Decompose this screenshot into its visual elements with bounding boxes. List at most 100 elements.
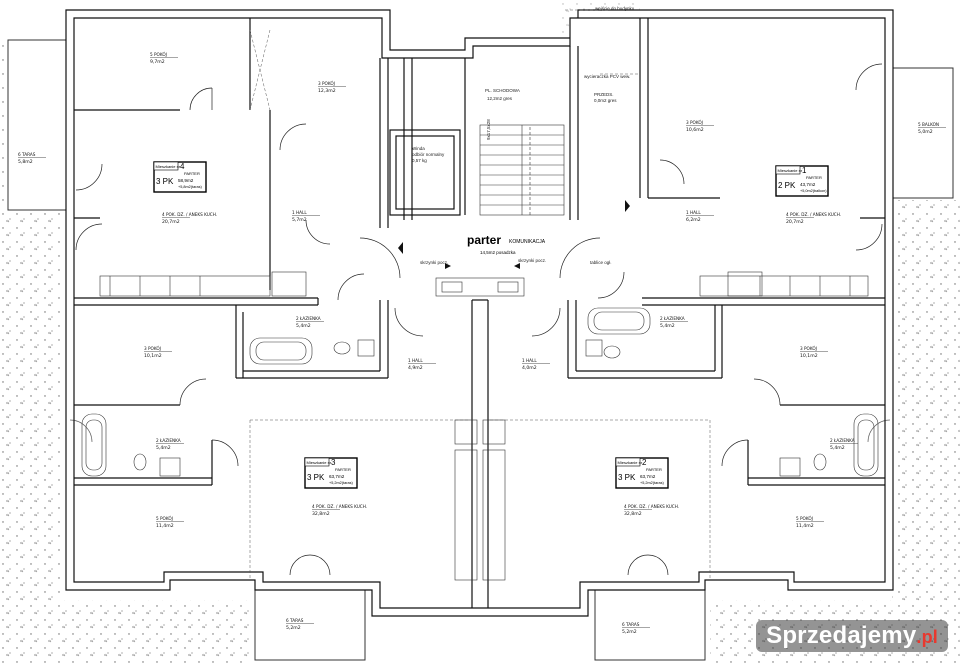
room-area: 5,7m2 [292, 217, 307, 223]
room-area: 4,9m2 [408, 365, 423, 371]
note-rise: 9x17,5x28 [486, 119, 491, 140]
apartment-label: Mieszkanie nr [307, 460, 332, 465]
room-number-name: 5 POKÓJ [150, 52, 167, 57]
room-number-name: 5 POKÓJ [156, 516, 173, 521]
apartment-box-header [304, 457, 330, 467]
room-area: 10,6m2 [686, 127, 704, 133]
room-number-name: 2 ŁAZIENKA [660, 316, 685, 321]
room-area: 6,2m2 [686, 217, 701, 223]
room-number-name: 1 HALL [408, 358, 423, 363]
apartment-area: 43,7m2 [800, 182, 816, 187]
apartment-area: 63,7m2 [329, 474, 345, 479]
room-number-name: 6 TARAS [286, 618, 304, 623]
note-entry: wejście do budynku [595, 6, 635, 11]
room-number-name: 4 POK. DZ. / ANEKS KUCH. [312, 504, 367, 509]
apartment-floor: PARTER [646, 467, 662, 472]
apartment-extra-area: +5,2m2(taras) [640, 481, 664, 485]
room-number-name: 1 HALL [686, 210, 701, 215]
apartment-label: Mieszkanie nr [778, 168, 803, 173]
room-area: 5,2m2 [622, 629, 637, 635]
room-number-name: 4 POK. DZ. / ANEKS KUCH. [786, 212, 841, 217]
room-label: 4 POK. DZ. / ANEKS KUCH.20,7m2 [162, 212, 217, 225]
apartment-number: 1 [802, 166, 807, 175]
room-area: 5,4m2 [156, 445, 171, 451]
room-area: 10,1m2 [144, 353, 162, 359]
room-label: 3 POKÓJ 10,1m2 [800, 346, 828, 359]
note-box-left: skrzynki pocz. [420, 260, 448, 265]
apartment-label: Mieszkanie nr [156, 164, 181, 169]
room-label: 3 POKÓJ 10,1m2 [144, 346, 172, 359]
room-number-name: 2 ŁAZIENKA [830, 438, 855, 443]
watermark-suffix: .pl [916, 627, 938, 647]
apartment-number: 3 [331, 458, 336, 467]
apartment-area: 63,7m2 [640, 474, 656, 479]
note-elevator-text: Winda [412, 146, 425, 151]
apartment-extra-area: +5,2m2(taras) [329, 481, 353, 485]
apartment-type: 3 PK [156, 177, 174, 186]
room-label: 1 HALL 4,9m2 [408, 358, 436, 371]
room-number-name: 6 TARAS [622, 622, 640, 627]
staircase [479, 124, 565, 216]
balcony-right [892, 67, 954, 199]
room-number-name: 5 POKÓJ [796, 516, 813, 521]
room-area: 5,8m2 [18, 159, 33, 165]
watermark: Sprzedajemy.pl [756, 620, 948, 652]
room-area: 11,4m2 [156, 523, 174, 529]
room-area: 9,7m2 [150, 59, 165, 65]
room-area: 5,4m2 [830, 445, 845, 451]
room-number-name: 3 POKÓJ [686, 120, 703, 125]
apartment-floor: PARTER [806, 175, 822, 180]
room-label: 4 POK. DZ. / ANEKS KUCH.20,7m2 [786, 212, 841, 225]
note-stair-hall-area: 12,2m2 gres [487, 96, 513, 101]
note-outdoor: wycieraczka PCV wew. [584, 74, 630, 79]
apartment-extra-area: +5,0m2(balkon) [800, 189, 827, 193]
room-number-name: 3 POKÓJ [318, 81, 335, 86]
room-area: 11,4m2 [796, 523, 814, 529]
room-label: 3 POKÓJ 12,3m2 [318, 81, 346, 94]
room-number-name: 1 HALL [522, 358, 537, 363]
terrace-left-top [7, 39, 67, 211]
room-area: 5,4m2 [660, 323, 675, 329]
floor-title-text: parter [467, 233, 501, 247]
room-number-name: 3 POKÓJ [144, 346, 161, 351]
apartment-number: 2 [642, 458, 647, 467]
room-number-name: 5 BALKON [918, 122, 939, 127]
room-area: 10,1m2 [800, 353, 818, 359]
apartment-number: 4 [180, 162, 185, 171]
room-number-name: 4 POK. DZ. / ANEKS KUCH. [624, 504, 679, 509]
room-number-name: 6 TARAS [18, 152, 36, 157]
note-box-right: tablice ogł. [590, 260, 612, 265]
note-stair-hall: PL. SCHODOWA [485, 88, 520, 93]
terrace-bottom-right [594, 589, 706, 661]
room-number-name: 2 ŁAZIENKA [296, 316, 321, 321]
apartment-box-header [153, 161, 179, 171]
apartment-floor: PARTER [184, 171, 200, 176]
wall-lines [74, 18, 885, 608]
apartment-type: 3 PK [307, 473, 325, 482]
room-label: 5 POKÓJ 9,7m2 [150, 52, 178, 65]
annotation-lines [249, 9, 711, 580]
room-label: 6 TARAS 5,2m2 [622, 622, 650, 635]
room-label: 4 POK. DZ. / ANEKS KUCH.32,8m2 [624, 504, 679, 517]
room-label: 4 POK. DZ. / ANEKS KUCH.32,8m2 [312, 504, 367, 517]
apartment-area: 58,9m2 [178, 178, 194, 183]
apartment-floor: PARTER [335, 467, 351, 472]
room-number-name: 3 POKÓJ [800, 346, 817, 351]
floor-title: parter KOMUNIKACJA 14,5m2 posadzka [467, 233, 546, 255]
terrace-bottom-left [254, 589, 366, 661]
room-number-name: 4 POK. DZ. / ANEKS KUCH. [162, 212, 217, 217]
room-area: 12,3m2 [318, 88, 336, 94]
apartment-type: 3 PK [618, 473, 636, 482]
floor-title-sub: KOMUNIKACJA [509, 239, 546, 245]
door-swings [69, 63, 891, 576]
room-label: 2 ŁAZIENKA 5,4m2 [830, 438, 858, 451]
